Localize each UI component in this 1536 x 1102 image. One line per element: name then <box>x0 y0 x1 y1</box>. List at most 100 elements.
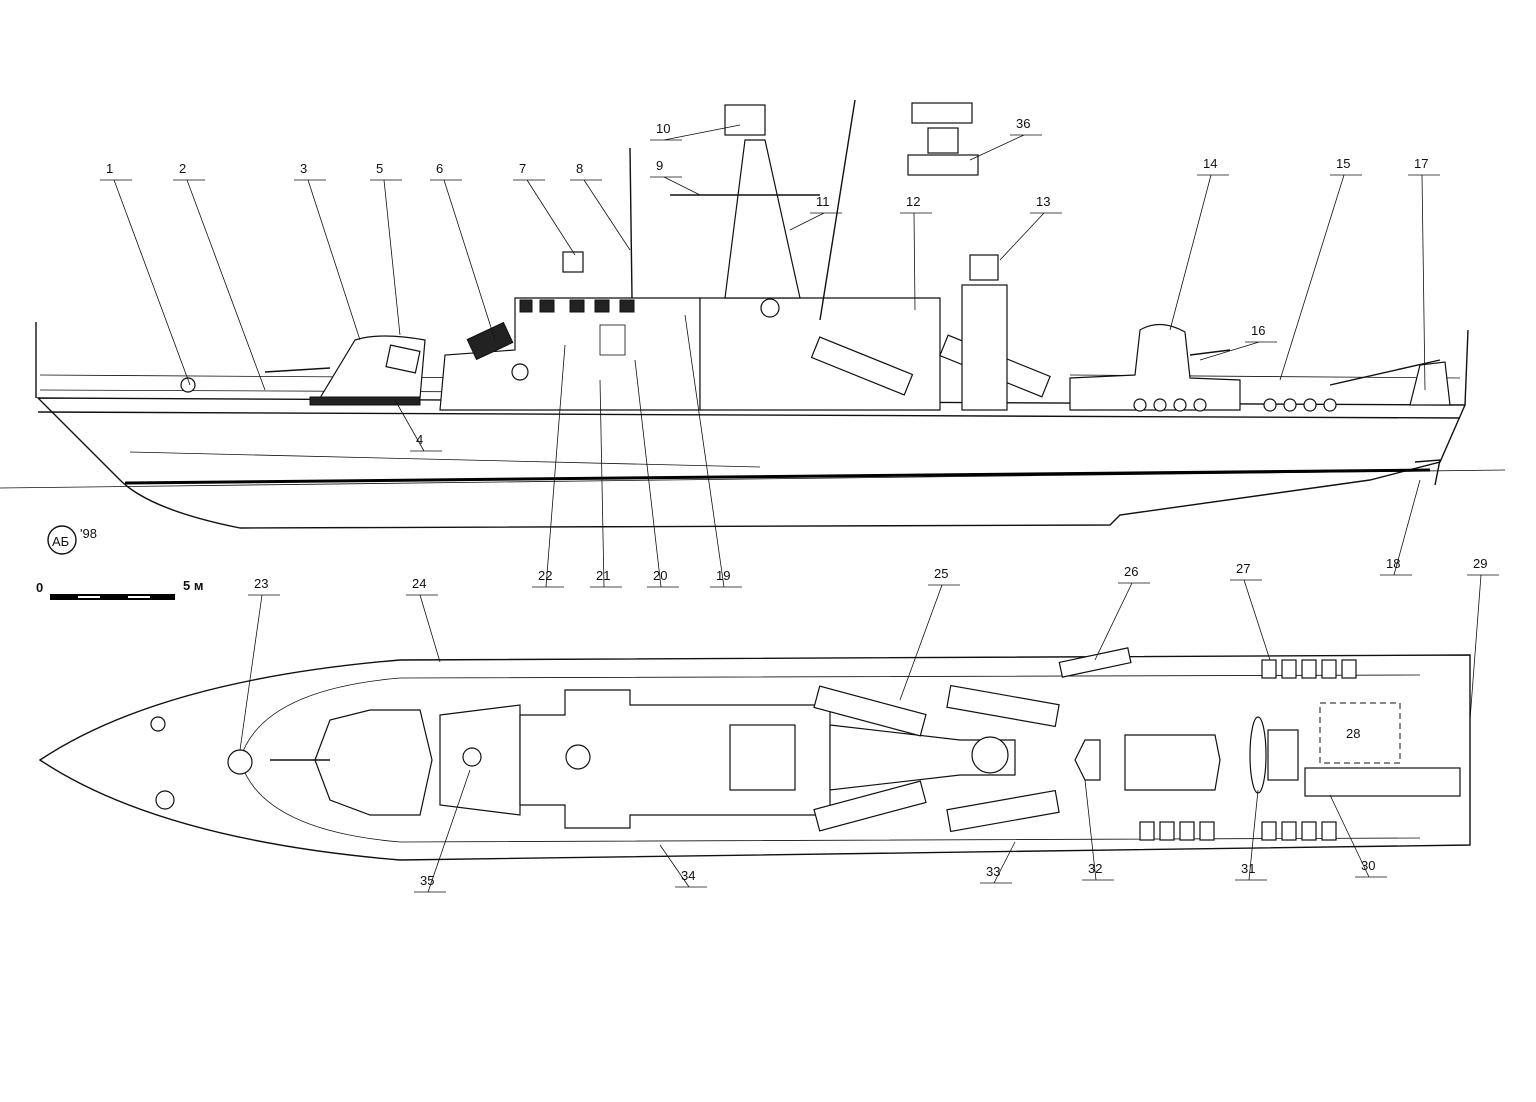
callout-number: 32 <box>1088 861 1102 876</box>
launcher-plan <box>946 684 1060 728</box>
leader-line <box>100 179 191 386</box>
callout-number: 22 <box>538 568 552 583</box>
callout-19: 19 <box>684 314 742 588</box>
window <box>569 299 585 313</box>
callout-number: 33 <box>986 864 1000 879</box>
scale-start: 0 <box>36 580 43 595</box>
life-rafts <box>1133 398 1337 412</box>
callout-21: 21 <box>590 379 622 588</box>
capstan-plan <box>227 749 253 775</box>
main-mast <box>724 139 801 299</box>
leader-line <box>980 841 1016 884</box>
signature-year: '98 <box>80 526 97 541</box>
life-rafts-plan <box>1139 659 1357 841</box>
leader-line <box>1169 174 1229 331</box>
leader-line <box>1408 174 1440 391</box>
callout-number: 9 <box>656 158 663 173</box>
radar-antenna <box>724 104 766 136</box>
callout-number: 15 <box>1336 156 1350 171</box>
callout-11: 11 <box>789 194 842 231</box>
author-monogram: АБ '98 <box>47 525 97 555</box>
callout-number: 5 <box>376 161 383 176</box>
callout-number: 24 <box>412 576 426 591</box>
callout-23: 23 <box>239 576 280 751</box>
hatch <box>385 344 421 374</box>
director-13 <box>969 254 999 281</box>
callout-number: 35 <box>420 873 434 888</box>
callout-number: 19 <box>716 568 730 583</box>
hull-line <box>129 451 761 468</box>
leader-line <box>430 179 496 341</box>
leader-line <box>659 844 707 888</box>
fire-control-director <box>562 251 584 273</box>
leader-line <box>570 179 631 251</box>
callout-22: 22 <box>532 344 566 588</box>
leader-line <box>414 769 471 893</box>
launcher-plan <box>946 789 1060 833</box>
leader-line <box>406 594 441 663</box>
leader-line <box>1329 794 1387 878</box>
callout-20: 20 <box>634 359 679 588</box>
turret-base <box>309 396 421 406</box>
rudder <box>1414 459 1441 486</box>
hatch-28 <box>1319 702 1401 764</box>
leader-line <box>650 176 701 196</box>
callout-12: 12 <box>900 194 932 311</box>
callout-number: 21 <box>596 568 610 583</box>
callout-number: 10 <box>656 121 670 136</box>
callout-number: 28 <box>1346 726 1360 741</box>
leader-line <box>394 399 442 452</box>
scale-end: 5 м <box>183 578 203 593</box>
callout-number: 20 <box>653 568 667 583</box>
callout-number: 8 <box>576 161 583 176</box>
callout-number: 25 <box>934 566 948 581</box>
callout-31: 31 <box>1235 789 1267 881</box>
missile-launcher <box>810 336 914 396</box>
crane-plan <box>1304 767 1461 797</box>
callout-8: 8 <box>570 161 631 251</box>
leader-line <box>1279 174 1362 381</box>
callout-number: 14 <box>1203 156 1217 171</box>
leader-line <box>1082 779 1114 881</box>
leader-line <box>370 179 402 336</box>
window <box>619 299 635 313</box>
leader-line <box>650 124 741 141</box>
callout-13: 13 <box>999 194 1062 261</box>
window <box>539 299 555 313</box>
door <box>599 324 626 356</box>
leader-line <box>969 134 1042 161</box>
callout-number: 36 <box>1016 116 1030 131</box>
callout-6: 6 <box>430 161 496 341</box>
lifebuoy <box>511 363 529 381</box>
callout-26: 26 <box>1094 564 1150 661</box>
mount-32 <box>1074 739 1101 781</box>
callout-number: 2 <box>179 161 186 176</box>
callout-2: 2 <box>173 161 266 391</box>
callout-29: 29 <box>1467 556 1499 721</box>
forward-turret-plan <box>314 709 433 816</box>
leader-line <box>1199 341 1277 361</box>
boat-31 <box>1249 716 1267 794</box>
callout-number: 12 <box>906 194 920 209</box>
callout-16: 16 <box>1199 323 1277 361</box>
hull-profile <box>36 397 1467 529</box>
scale-bar: 0 5 м <box>36 578 203 600</box>
launcher-plan <box>813 780 927 832</box>
callout-14: 14 <box>1169 156 1229 331</box>
aft-gun-mount <box>1069 323 1241 411</box>
mast-plan <box>729 724 796 791</box>
callout-number: 26 <box>1124 564 1138 579</box>
callout-number: 18 <box>1386 556 1400 571</box>
callout-17: 17 <box>1408 156 1440 391</box>
chaff-launcher <box>466 321 514 361</box>
director-plan <box>829 724 1016 791</box>
callout-number: 11 <box>816 194 830 209</box>
callout-7: 7 <box>513 161 576 256</box>
svg-text:АБ: АБ <box>52 534 69 549</box>
leader-line <box>173 179 266 391</box>
leader-line <box>1230 579 1271 661</box>
deck-edge <box>37 411 1461 419</box>
callout-number: 7 <box>519 161 526 176</box>
callout-number: 4 <box>416 432 423 447</box>
